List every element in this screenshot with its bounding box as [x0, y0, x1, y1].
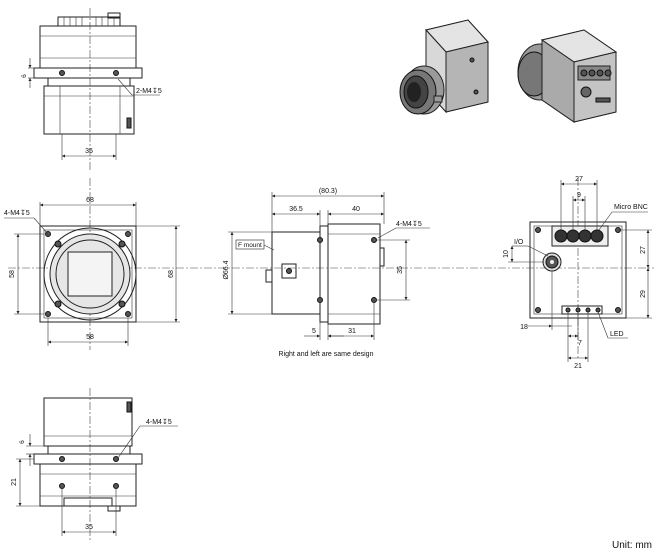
front-dim-width-bottom: 58 — [86, 334, 94, 341]
bottom-dim-top: 6 — [19, 440, 26, 444]
rear-dim-bnc: 9 — [577, 192, 581, 199]
top-callout: 2-M4↧5 — [136, 87, 162, 95]
side-label-mount: F mount — [238, 242, 262, 249]
camera-iso-rear — [517, 29, 618, 123]
rear-dim-bottom: 21 — [574, 363, 582, 370]
rear-label-io: I/O — [514, 239, 524, 246]
side-dim-lens: 36.5 — [289, 206, 303, 213]
top-dim-width: 35 — [85, 148, 93, 155]
side-dim-diameter: Ø66.4 — [223, 260, 230, 279]
bottom-view: 4-M4↧5 6 21 35 — [11, 388, 178, 540]
side-dim-tab: 5 — [312, 328, 316, 335]
front-view: 68 4-M4↧5 58 68 58 — [4, 178, 654, 350]
top-dim-height: 6 — [21, 74, 28, 78]
side-dim-overall: (80.3) — [319, 188, 337, 195]
front-dim-height-left: 58 — [9, 270, 16, 278]
top-view: 6 2-M4↧5 35 — [21, 8, 162, 170]
front-dim-width-top: 68 — [86, 197, 94, 204]
bottom-dim-height: 21 — [11, 478, 18, 486]
rear-dim-right-upper: 27 — [640, 246, 647, 254]
rear-dim-bottom-left: 18 — [520, 324, 528, 331]
rear-label-bnc: Micro BNC — [614, 204, 648, 211]
side-dim-offset: 31 — [348, 328, 356, 335]
rear-label-led: LED — [610, 331, 624, 338]
unit-label: Unit: mm — [612, 540, 652, 551]
side-note: Right and left are same design — [279, 351, 374, 358]
side-dim-holes: 35 — [397, 266, 404, 274]
front-dim-height-right: 68 — [168, 270, 175, 278]
rear-dim-top: 27 — [575, 176, 583, 183]
camera-iso-front — [399, 19, 489, 115]
side-callout: 4-M4↧5 — [396, 220, 422, 228]
rear-dim-right-lower: 29 — [640, 290, 647, 298]
side-view: (80.3) 36.5 40 F mount Ø66.4 4-M4↧5 35 5 — [223, 188, 430, 358]
front-callout: 4-M4↧5 — [4, 209, 30, 217]
rear-view: 27 9 Micro BNC I/O 10 27 29 18 7 21 — [503, 176, 652, 370]
bottom-callout: 4-M4↧5 — [146, 418, 172, 426]
rear-dim-io: 10 — [503, 250, 510, 258]
bottom-dim-width: 35 — [85, 524, 93, 531]
side-dim-body: 40 — [352, 206, 360, 213]
rear-dim-led: 7 — [578, 340, 582, 347]
